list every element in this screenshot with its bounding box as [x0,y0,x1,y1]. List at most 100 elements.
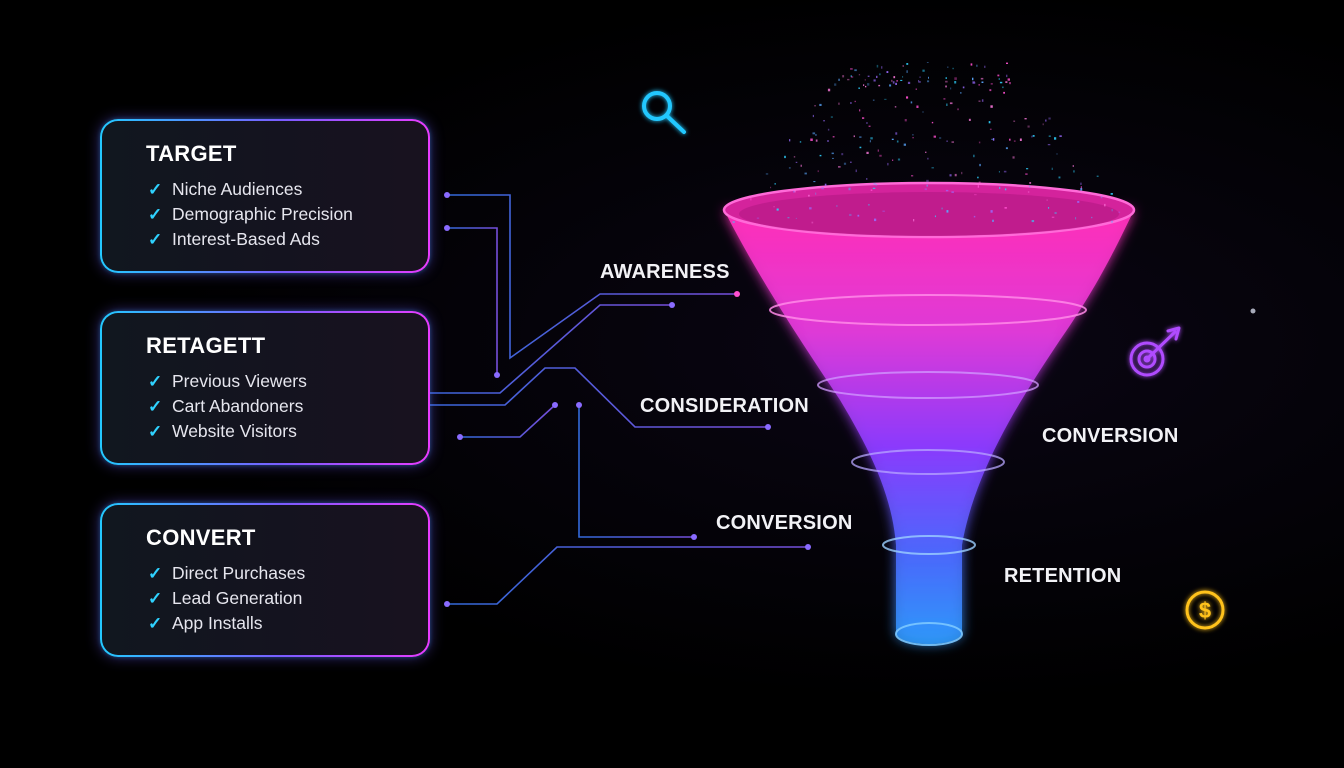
particle [887,162,889,166]
particle [978,100,981,102]
particle [931,121,934,124]
particle [795,161,798,163]
connector-line [392,367,768,428]
particle [842,75,845,78]
list-item-label: Lead Generation [172,588,303,608]
particle [997,74,1000,77]
particle [941,207,943,210]
particle [1110,193,1113,195]
particle [857,214,860,217]
particle [1051,216,1055,218]
particle [925,151,927,153]
particle [1072,165,1074,167]
particle [1042,123,1044,126]
funnel-top-rim-inner [739,192,1119,236]
particle [1007,78,1010,81]
list-item: ✓Lead Generation [148,586,305,611]
check-icon: ✓ [148,229,163,249]
particle [812,132,816,135]
particle [809,207,812,210]
particle [827,140,829,142]
particle [992,138,995,141]
particle [750,197,752,201]
particle [977,185,979,188]
particle [838,78,840,81]
particle [834,83,837,86]
particle [795,217,797,219]
conversion-label-right: CONVERSION [1042,425,1179,447]
search-icon [642,91,686,134]
particle [1004,207,1007,209]
consideration-label: CONSIDERATION [640,395,809,417]
connector-line [447,546,808,605]
particle [1058,176,1061,179]
list-item-label: App Installs [172,613,263,633]
particle [814,105,816,107]
connector-dot [734,291,740,297]
card-title: CONVERT [146,525,256,550]
list-item-label: Demographic Precision [172,204,353,224]
list-item-label: Cart Abandoners [172,396,304,416]
particle [945,80,948,83]
funnel [724,210,1134,644]
particle [787,217,790,219]
particle [928,76,929,79]
list-item: ✓ Cart Abandoners [148,394,307,419]
funnel-ring [882,535,976,555]
particle [1047,144,1051,146]
particle [912,137,914,139]
particle [998,78,1000,80]
particle [858,74,861,76]
particle [864,79,866,81]
particle [849,213,852,216]
particle [799,141,802,143]
particle [1006,74,1008,78]
particle [847,78,850,81]
particle [870,189,873,191]
particle [1091,216,1093,219]
particle [974,194,977,196]
connector-dot [457,434,463,440]
particle [1024,118,1027,120]
particle [1013,120,1016,122]
particle [1025,173,1028,175]
card-list: ✓Direct Purchases ✓Lead Generation ✓App … [148,561,305,636]
check-icon: ✓ [148,396,163,416]
particle [977,176,979,179]
particle [999,81,1003,84]
particle [853,135,855,138]
particle [841,153,844,156]
particle [1073,170,1075,173]
particle [872,187,876,189]
particle [776,208,779,211]
particle [939,137,942,139]
particle [813,181,816,183]
particle [1118,211,1121,213]
particle [1009,82,1011,85]
particle [947,66,949,68]
particle [876,75,878,78]
particle [812,114,814,118]
particle [1019,138,1022,141]
particle [912,134,914,136]
particle [931,167,934,169]
particle [896,80,898,82]
target-arrow-icon [1129,326,1181,377]
particle [836,205,838,207]
particle [991,138,994,140]
particle [990,210,993,213]
particle [854,69,857,72]
particle [889,84,892,87]
list-item: ✓Interest-Based Ads [148,227,353,252]
particle [870,137,873,140]
particle [1003,170,1007,173]
particle [970,63,973,66]
conversion-label-left: CONVERSION [716,512,853,534]
particle [756,217,760,219]
particle [900,79,903,81]
particle [946,103,948,106]
particle [886,71,889,73]
particle [1111,209,1113,212]
particle [732,221,735,223]
particle [838,166,841,168]
